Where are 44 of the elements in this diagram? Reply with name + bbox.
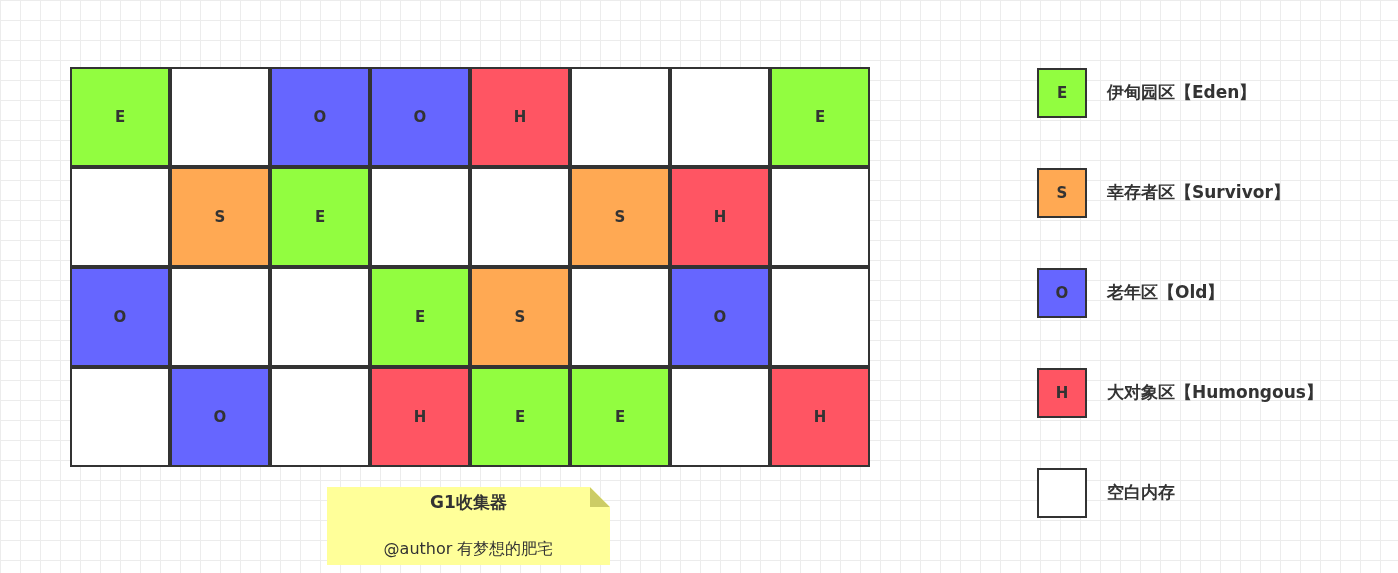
heap-region bbox=[170, 67, 270, 167]
heap-region: E bbox=[770, 67, 870, 167]
legend-swatch: H bbox=[1037, 368, 1087, 418]
heap-region: E bbox=[470, 367, 570, 467]
heap-region: H bbox=[470, 67, 570, 167]
heap-region: H bbox=[370, 367, 470, 467]
note-title: G1收集器 bbox=[430, 492, 507, 512]
legend-label: 空白内存 bbox=[1107, 481, 1175, 504]
heap-region bbox=[570, 267, 670, 367]
legend-swatch: E bbox=[1037, 68, 1087, 118]
legend-swatch: S bbox=[1037, 168, 1087, 218]
heap-region bbox=[70, 167, 170, 267]
heap-region: O bbox=[270, 67, 370, 167]
legend-label: 老年区【Old】 bbox=[1107, 281, 1225, 304]
heap-region bbox=[570, 67, 670, 167]
heap-region: O bbox=[170, 367, 270, 467]
heap-region bbox=[670, 367, 770, 467]
heap-region bbox=[770, 267, 870, 367]
heap-region: E bbox=[70, 67, 170, 167]
heap-region: E bbox=[570, 367, 670, 467]
heap-region bbox=[270, 267, 370, 367]
heap-region: O bbox=[670, 267, 770, 367]
legend-label: 大对象区【Humongous】 bbox=[1107, 381, 1323, 404]
legend-swatch: O bbox=[1037, 268, 1087, 318]
heap-region bbox=[470, 167, 570, 267]
heap-region: O bbox=[370, 67, 470, 167]
heap-region: E bbox=[270, 167, 370, 267]
heap-region: O bbox=[70, 267, 170, 367]
legend-label: 伊甸园区【Eden】 bbox=[1107, 81, 1257, 104]
heap-region: S bbox=[570, 167, 670, 267]
heap-region bbox=[70, 367, 170, 467]
legend-label: 幸存者区【Survivor】 bbox=[1107, 181, 1290, 204]
heap-region bbox=[170, 267, 270, 367]
heap-region: E bbox=[370, 267, 470, 367]
heap-region bbox=[770, 167, 870, 267]
note-author: @author 有梦想的肥宅 bbox=[383, 539, 554, 558]
sticky-note bbox=[327, 487, 610, 565]
heap-region bbox=[670, 67, 770, 167]
heap-region bbox=[370, 167, 470, 267]
heap-region bbox=[270, 367, 370, 467]
heap-region: H bbox=[770, 367, 870, 467]
heap-region: S bbox=[470, 267, 570, 367]
heap-region: H bbox=[670, 167, 770, 267]
heap-region: S bbox=[170, 167, 270, 267]
